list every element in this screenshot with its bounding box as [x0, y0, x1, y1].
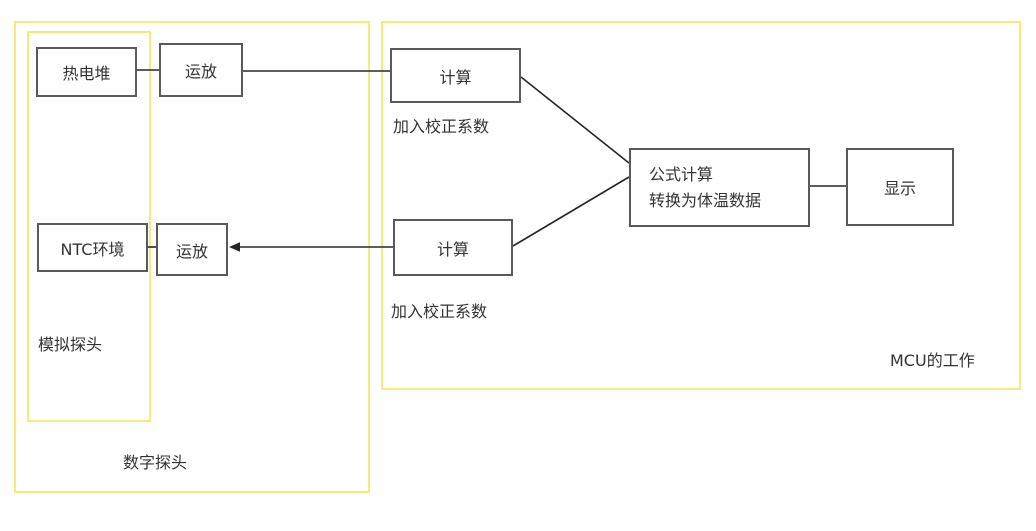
node-calc-top-label: 计算 — [439, 67, 472, 87]
node-thermopile: 热电堆 — [36, 47, 137, 97]
node-opamp-top: 运放 — [159, 43, 243, 97]
label-correction-bottom: 加入校正系数 — [391, 302, 488, 321]
node-formula-line1: 公式计算 — [649, 164, 714, 184]
label-analog-probe: 模拟探头 — [38, 335, 103, 354]
node-formula-calc: 公式计算 转换为体温数据 — [629, 148, 810, 227]
label-mcu-work: MCU的工作 — [890, 351, 975, 370]
group-digital-probe — [14, 21, 370, 493]
label-correction-top: 加入校正系数 — [393, 117, 490, 136]
label-digital-probe: 数字探头 — [123, 453, 188, 472]
node-thermopile-label: 热电堆 — [62, 64, 111, 83]
node-ntc-env-label: NTC环境 — [60, 239, 125, 259]
node-calc-bottom: 计算 — [393, 219, 513, 276]
node-opamp-bottom-label: 运放 — [175, 241, 208, 261]
node-ntc-env: NTC环境 — [37, 223, 148, 272]
group-analog-probe — [27, 31, 151, 422]
node-display-label: 显示 — [883, 179, 916, 198]
node-opamp-bottom: 运放 — [156, 223, 228, 276]
node-display: 显示 — [846, 148, 954, 226]
node-opamp-top-label: 运放 — [184, 62, 217, 81]
node-calc-top: 计算 — [390, 48, 521, 103]
node-formula-line2: 转换为体温数据 — [649, 190, 762, 210]
group-mcu — [381, 21, 1021, 390]
node-calc-bottom-label: 计算 — [436, 239, 469, 259]
